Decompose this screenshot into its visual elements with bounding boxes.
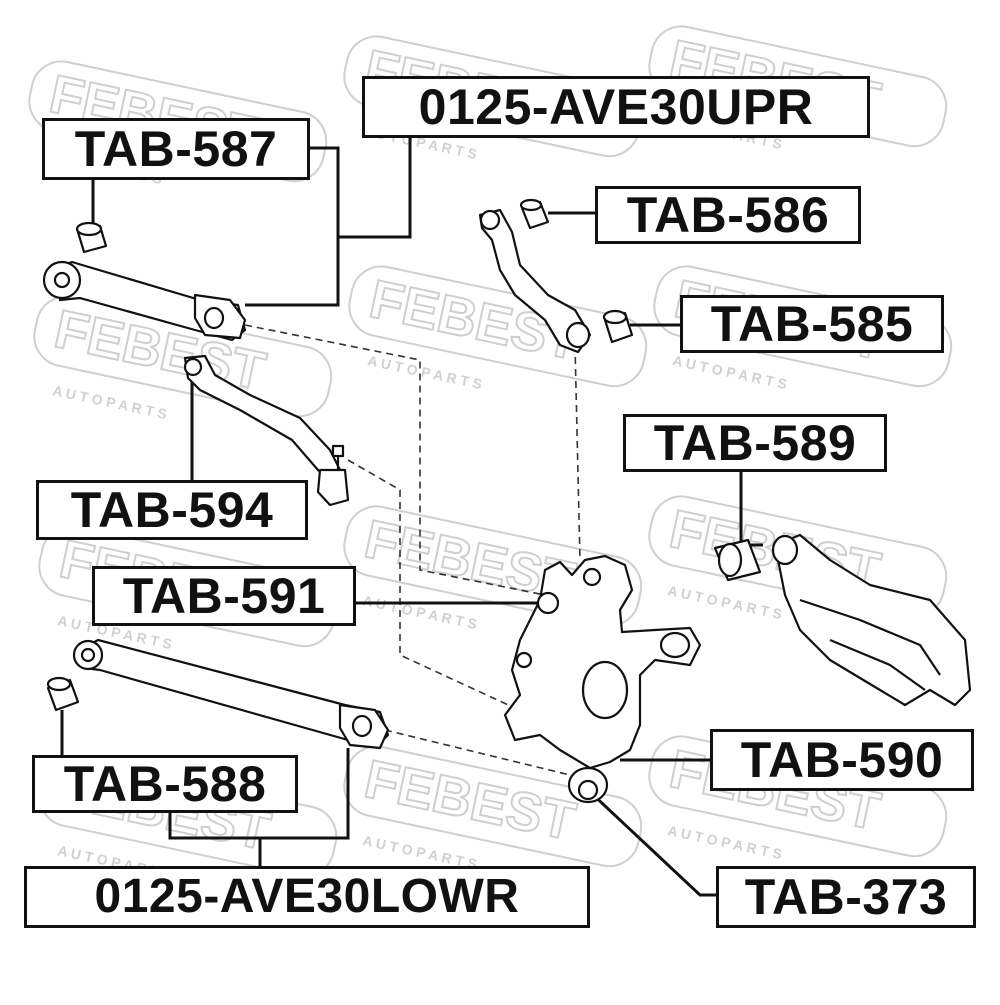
svg-text:A U T O P A R T S: A U T O P A R T S (51, 382, 168, 422)
bushing-585 (602, 309, 634, 344)
label-upper-assembly: 0125-AVE30UPR (362, 76, 870, 138)
guide-lower-arm-to-knuckle (384, 729, 571, 776)
label-tab-587: TAB-587 (42, 118, 310, 180)
watermark-tile: FEBEST A U T O P A R T S (348, 265, 648, 392)
bushing-588 (46, 676, 80, 712)
svg-text:A U T O P A R T S: A U T O P A R T S (666, 582, 783, 622)
label-tab-594: TAB-594 (36, 480, 308, 540)
label-lower-assembly: 0125-AVE30LOWR (24, 866, 590, 928)
leader-587-upr (245, 146, 340, 307)
leader-373 (586, 788, 718, 897)
trailing-arm (771, 533, 972, 707)
svg-text:A U T O P A R T S: A U T O P A R T S (366, 352, 483, 392)
rear-knuckle (503, 554, 702, 770)
svg-text:A U T O P A R T S: A U T O P A R T S (671, 352, 788, 392)
parts (42, 198, 972, 804)
label-tab-586: TAB-586 (595, 186, 861, 244)
svg-text:A U T O P A R T S: A U T O P A R T S (361, 592, 478, 632)
bushing-587 (75, 221, 108, 254)
svg-text:A U T O P A R T S: A U T O P A R T S (666, 822, 783, 862)
label-tab-591: TAB-591 (92, 566, 356, 626)
bushing-373 (567, 766, 609, 804)
leader-lines (60, 137, 763, 897)
toe-link-arm (183, 354, 350, 507)
label-tab-590: TAB-590 (710, 729, 974, 791)
leader-upr (338, 137, 412, 239)
guide-upper-arm-to-knuckle (244, 324, 546, 596)
upper-lateral-arm (42, 260, 247, 342)
label-tab-588: TAB-588 (32, 755, 298, 813)
label-tab-585: TAB-585 (680, 295, 944, 353)
lower-lateral-arm (72, 638, 390, 750)
guide-585-to-knuckle (574, 344, 581, 561)
label-tab-373: TAB-373 (716, 866, 976, 928)
bushing-589 (713, 538, 762, 582)
bushing-586 (519, 198, 550, 230)
upper-control-arm (478, 208, 592, 354)
label-tab-589: TAB-589 (623, 414, 887, 472)
assembly-guides (244, 324, 581, 776)
guide-594-to-knuckle (347, 459, 531, 716)
